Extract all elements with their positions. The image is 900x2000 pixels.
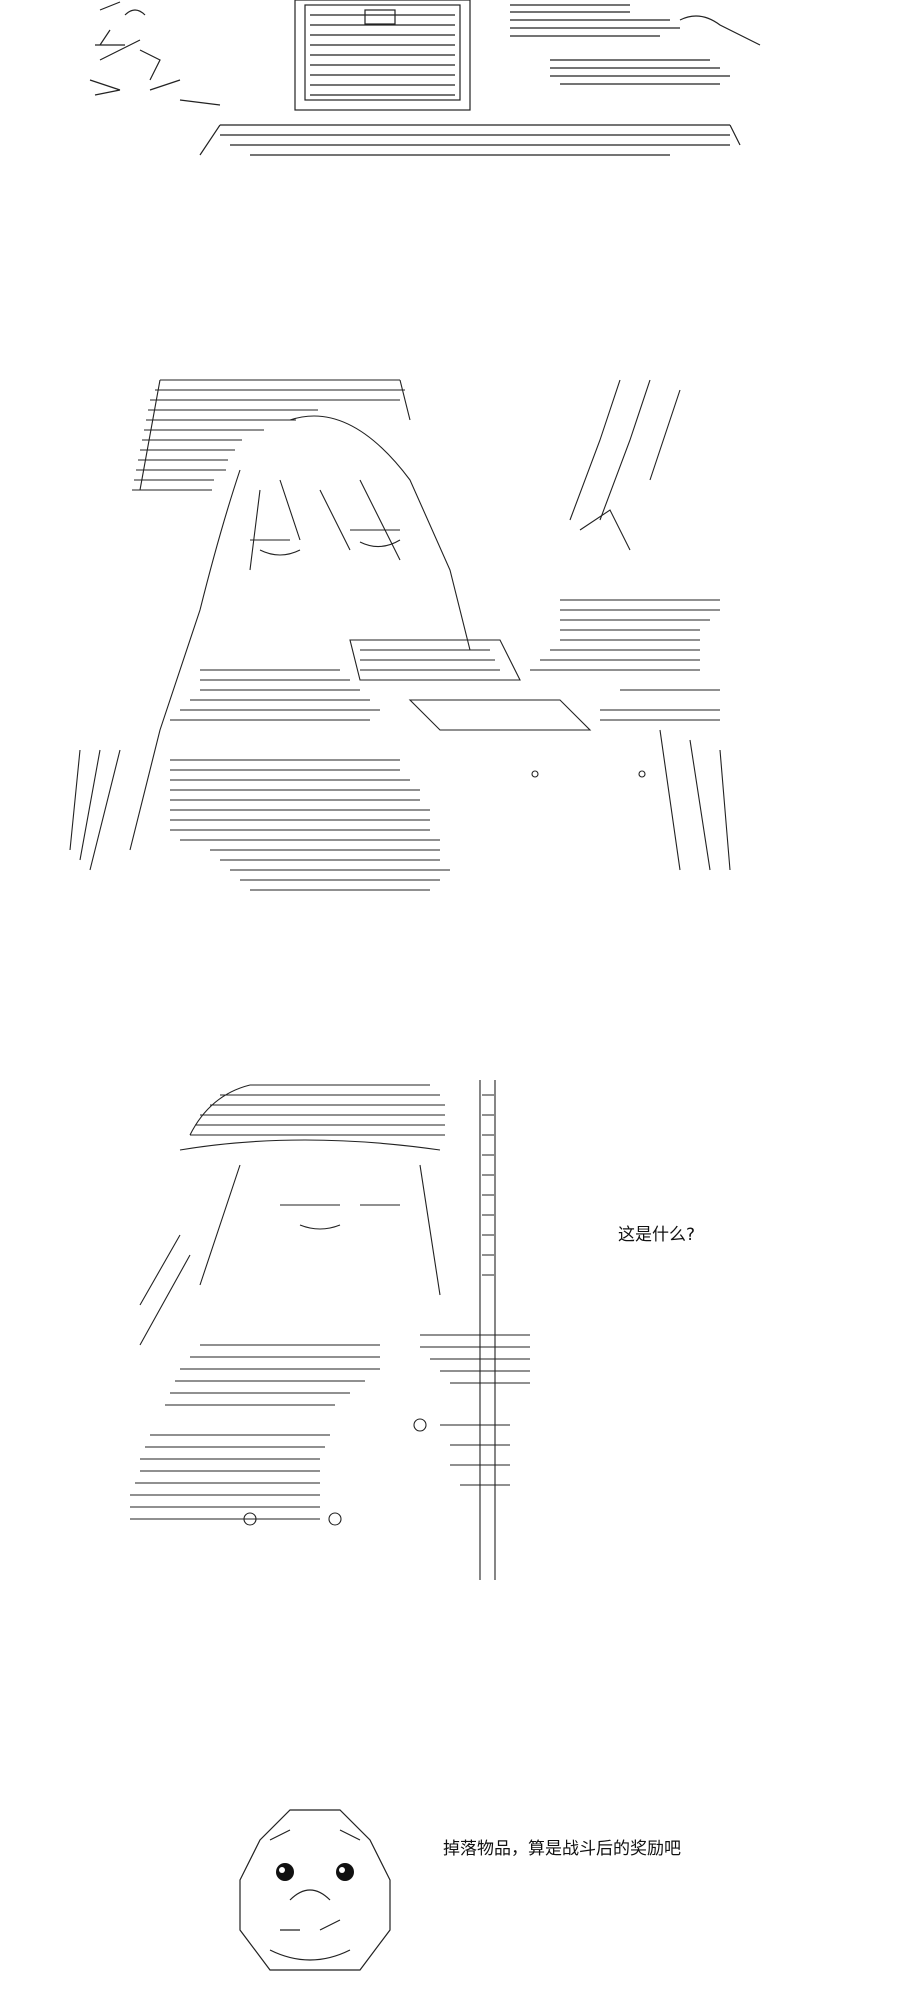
- ascii-art-figure-drawing: [130, 1080, 530, 1580]
- ascii-art-figure-illustration: [120, 1075, 540, 1595]
- caption-loot: 掉落物品，算是战斗后的奖励吧: [443, 1839, 681, 1859]
- ascii-art-face-illustration: [230, 1800, 400, 1990]
- caption-question: 这是什么?: [618, 1225, 696, 1245]
- ascii-art-face-drawing: [239, 1809, 391, 1971]
- ascii-art-top-fragment: [80, 0, 780, 170]
- ascii-art-top-drawing: [89, 0, 761, 156]
- ascii-art-girl-drawing: [69, 379, 731, 891]
- ascii-art-girl-illustration: [60, 370, 740, 940]
